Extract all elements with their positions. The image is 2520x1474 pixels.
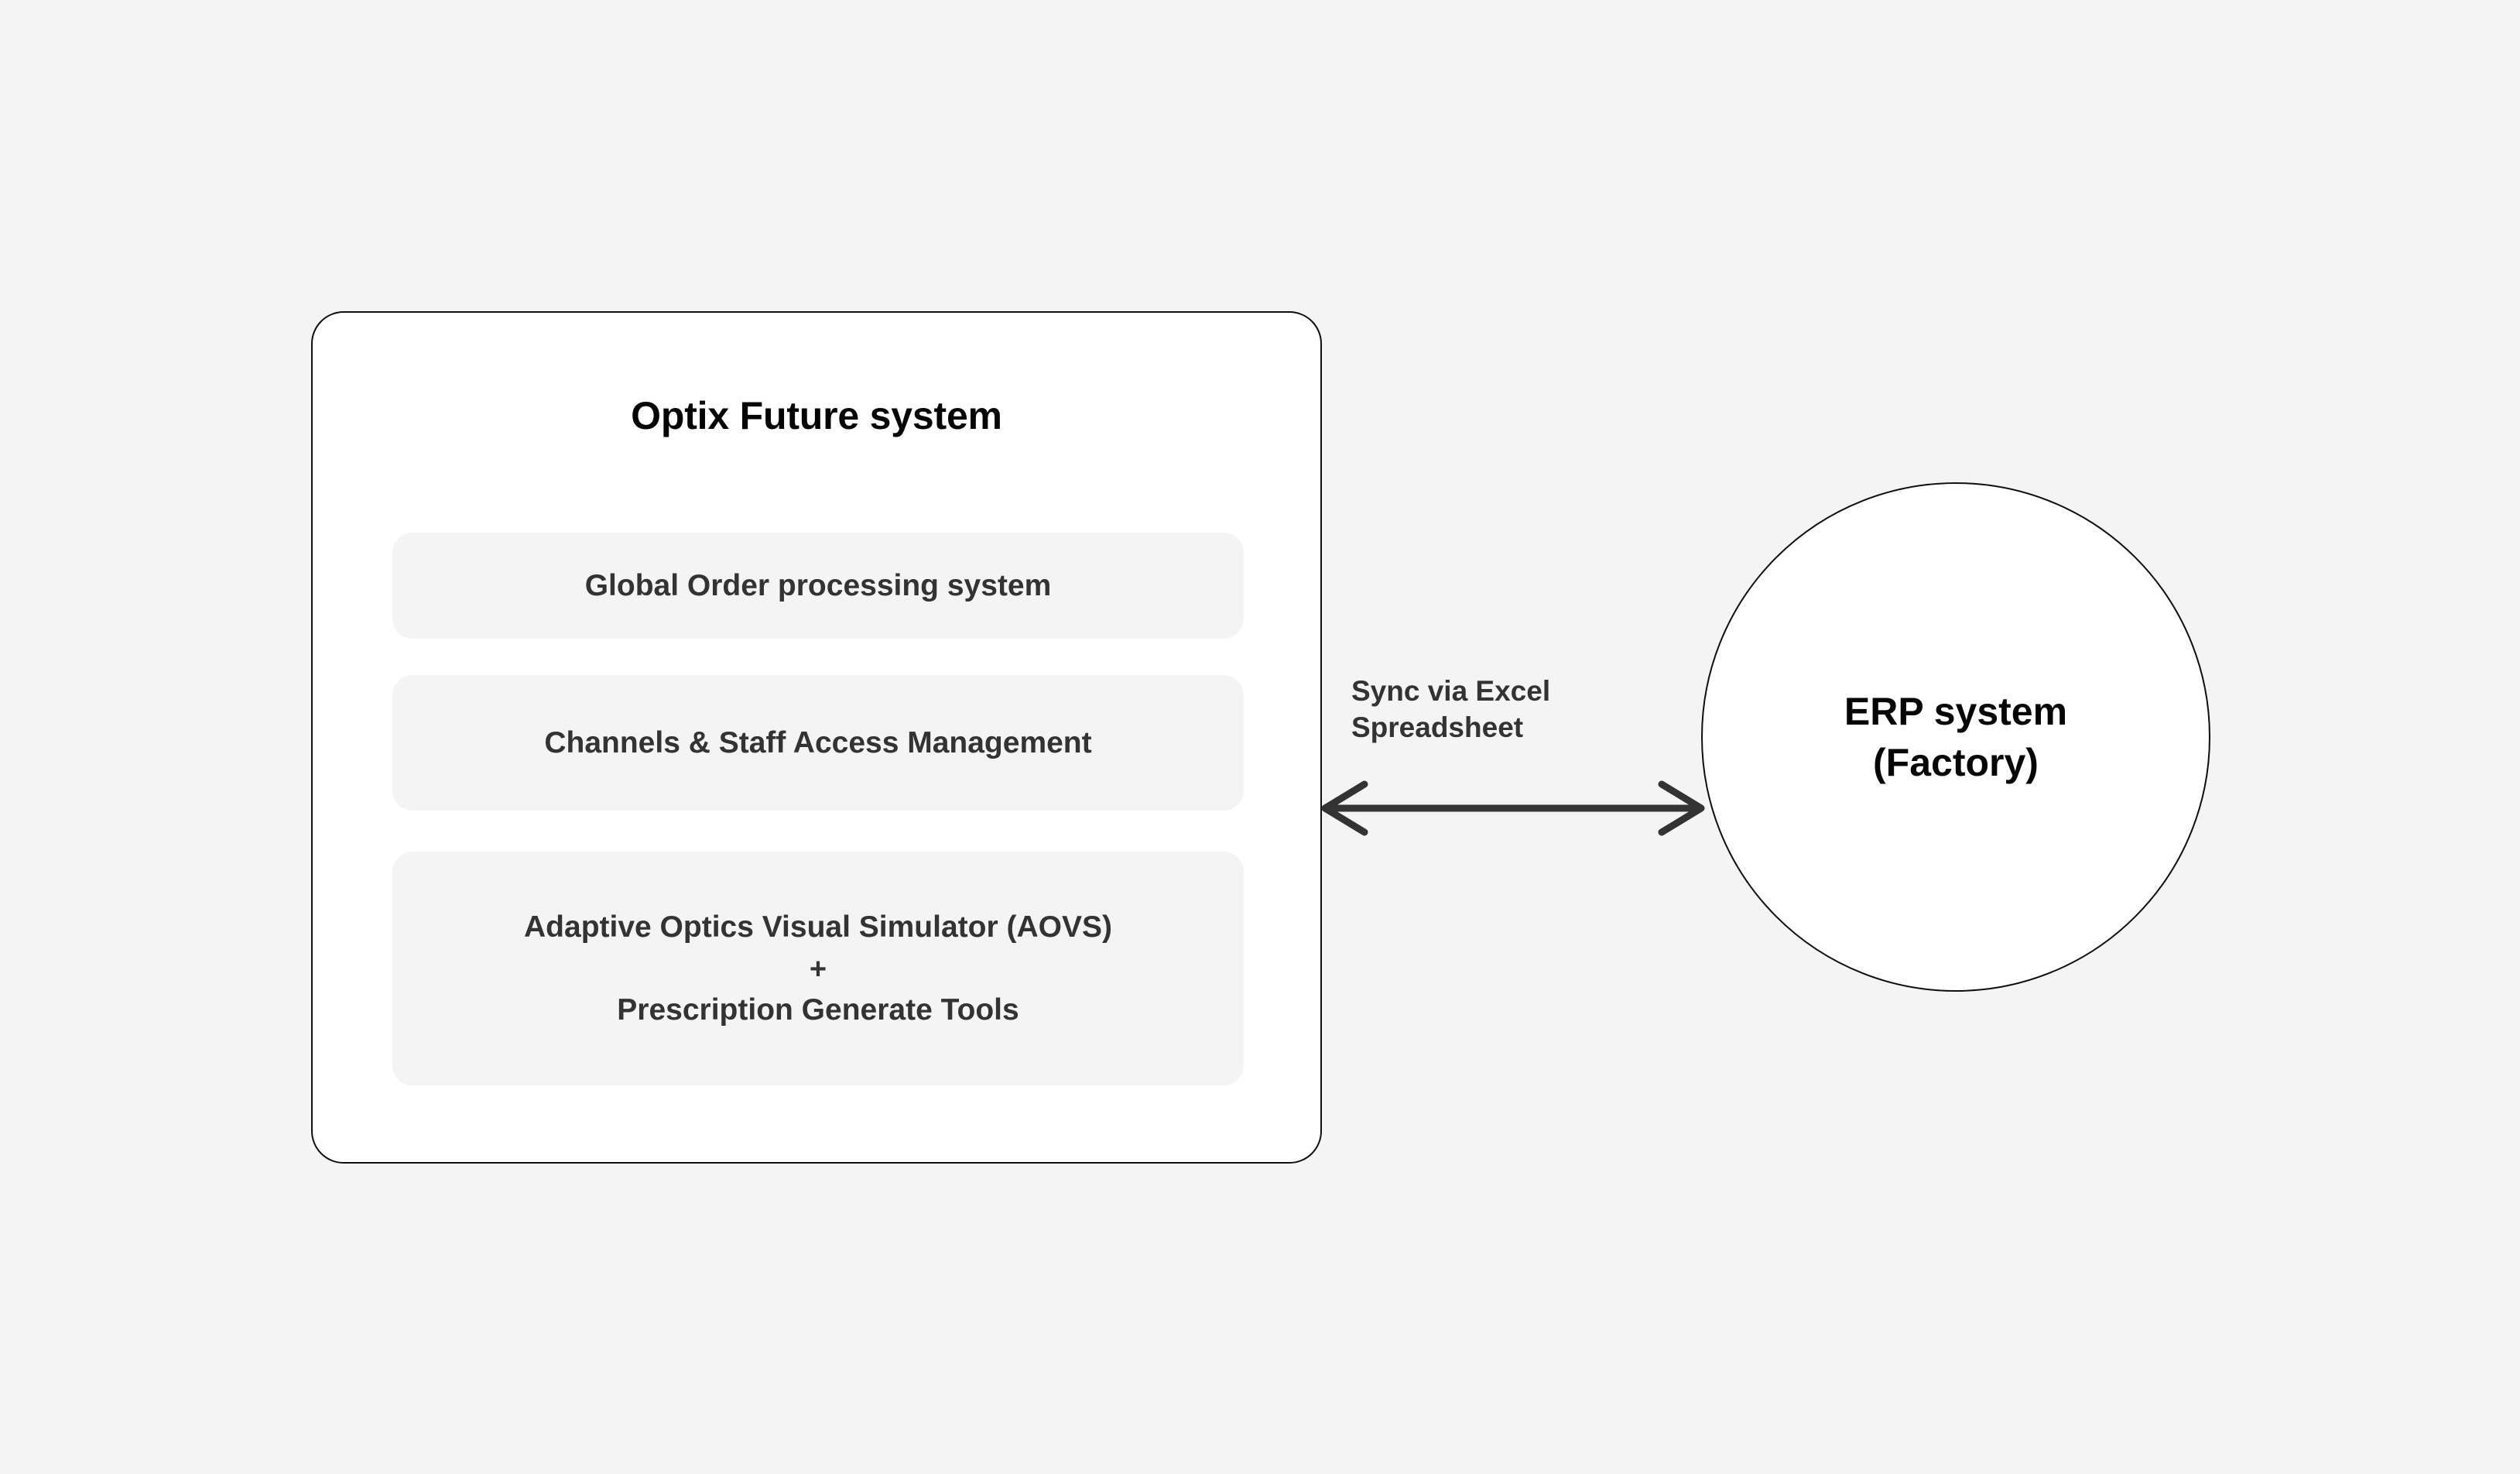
module-channels-staff-access: Channels & Staff Access Management (392, 675, 1244, 811)
arrow-head-left (1321, 780, 1368, 836)
erp-system-node: ERP system (Factory) (1701, 482, 2210, 992)
optix-future-system-panel: Optix Future system Global Order process… (311, 311, 1322, 1164)
connector-label: Sync via Excel Spreadsheet (1351, 673, 1614, 746)
module-label: Channels & Staff Access Management (544, 726, 1092, 759)
panel-title: Optix Future system (631, 394, 1002, 437)
module-label-line-3: Prescription Generate Tools (617, 993, 1019, 1027)
sync-connector-arrow (1321, 780, 1705, 836)
module-label-plus: + (809, 953, 827, 986)
module-label-line-1: Adaptive Optics Visual Simulator (AOVS) (524, 910, 1112, 944)
erp-label-line-2: (Factory) (1873, 741, 2039, 784)
module-label: Global Order processing system (584, 569, 1052, 602)
module-aovs-prescription-tools: Adaptive Optics Visual Simulator (AOVS) … (392, 852, 1244, 1085)
module-global-order-processing: Global Order processing system (392, 533, 1244, 639)
erp-label-line-1: ERP system (1844, 690, 2068, 733)
arrow-head-right (1658, 780, 1705, 836)
connector-label-line-1: Sync via Excel (1351, 675, 1551, 707)
connector-label-line-2: Spreadsheet (1351, 711, 1524, 744)
